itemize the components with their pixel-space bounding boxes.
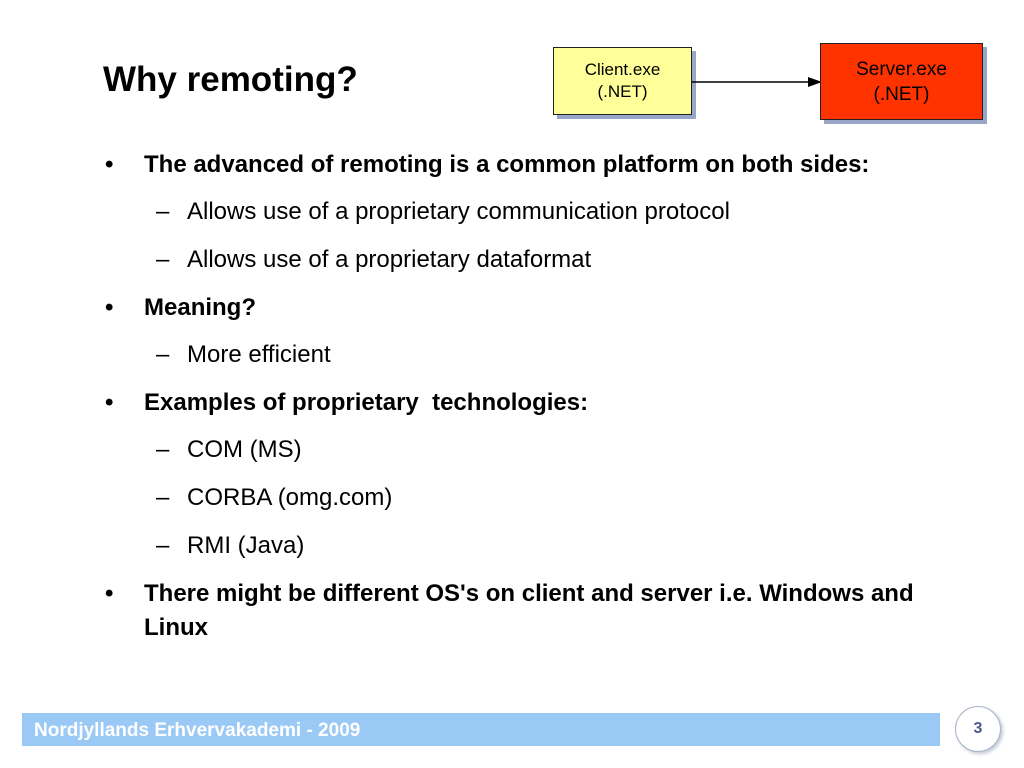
sub-bullet-text: More efficient [187,341,331,368]
bullet-text: Examples of proprietary technologies: [144,389,589,416]
bullet-marker: • [105,151,114,178]
bullet-item: • The advanced of remoting is a common p… [105,148,935,182]
sub-bullet-text: COM (MS) [187,436,302,463]
footer-text: Nordjyllands Erhvervakademi - 2009 [34,720,361,741]
bullet-text: Meaning? [144,294,256,321]
client-box-platform: (.NET) [597,82,648,101]
page-number-badge: 3 [955,706,1001,752]
sub-bullet-marker: – [156,246,170,273]
sub-bullet-text: CORBA (omg.com) [187,484,393,511]
sub-bullet-text: Allows use of a proprietary communicatio… [187,198,730,225]
bullet-item: • Examples of proprietary technologies: [105,386,935,420]
sub-bullet-item: – Allows use of a proprietary dataformat [105,243,935,277]
sub-bullet-text: RMI (Java) [187,532,305,559]
client-exe-box: Client.exe (.NET) [553,47,692,115]
bullet-marker: • [105,294,114,321]
server-exe-box: Server.exe (.NET) [820,43,983,120]
bullet-marker: • [105,389,114,416]
sub-bullet-marker: – [156,341,170,368]
bullet-text: The advanced of remoting is a common pla… [144,151,870,178]
sub-bullet-item: – COM (MS) [105,433,935,467]
bullet-text: There might be different OS's on client … [144,580,914,641]
bullet-list: • The advanced of remoting is a common p… [105,148,935,658]
bullet-marker: • [105,580,114,607]
sub-bullet-item: – CORBA (omg.com) [105,481,935,515]
sub-bullet-marker: – [156,484,170,511]
sub-bullet-text: Allows use of a proprietary dataformat [187,246,592,273]
sub-bullet-item: – More efficient [105,338,935,372]
sub-bullet-marker: – [156,436,170,463]
sub-bullet-item: – Allows use of a proprietary communicat… [105,195,935,229]
bullet-item: • Meaning? [105,291,935,325]
bullet-item: • There might be different OS's on clien… [105,577,935,645]
sub-bullet-marker: – [156,198,170,225]
server-box-name: Server.exe [856,59,947,80]
client-to-server-arrow [692,77,822,87]
sub-bullet-item: – RMI (Java) [105,529,935,563]
footer-bar: Nordjyllands Erhvervakademi - 2009 [22,713,940,746]
client-box-name: Client.exe [584,60,661,79]
server-box-platform: (.NET) [873,84,930,105]
slide-title: Why remoting? [103,60,358,99]
sub-bullet-marker: – [156,532,170,559]
